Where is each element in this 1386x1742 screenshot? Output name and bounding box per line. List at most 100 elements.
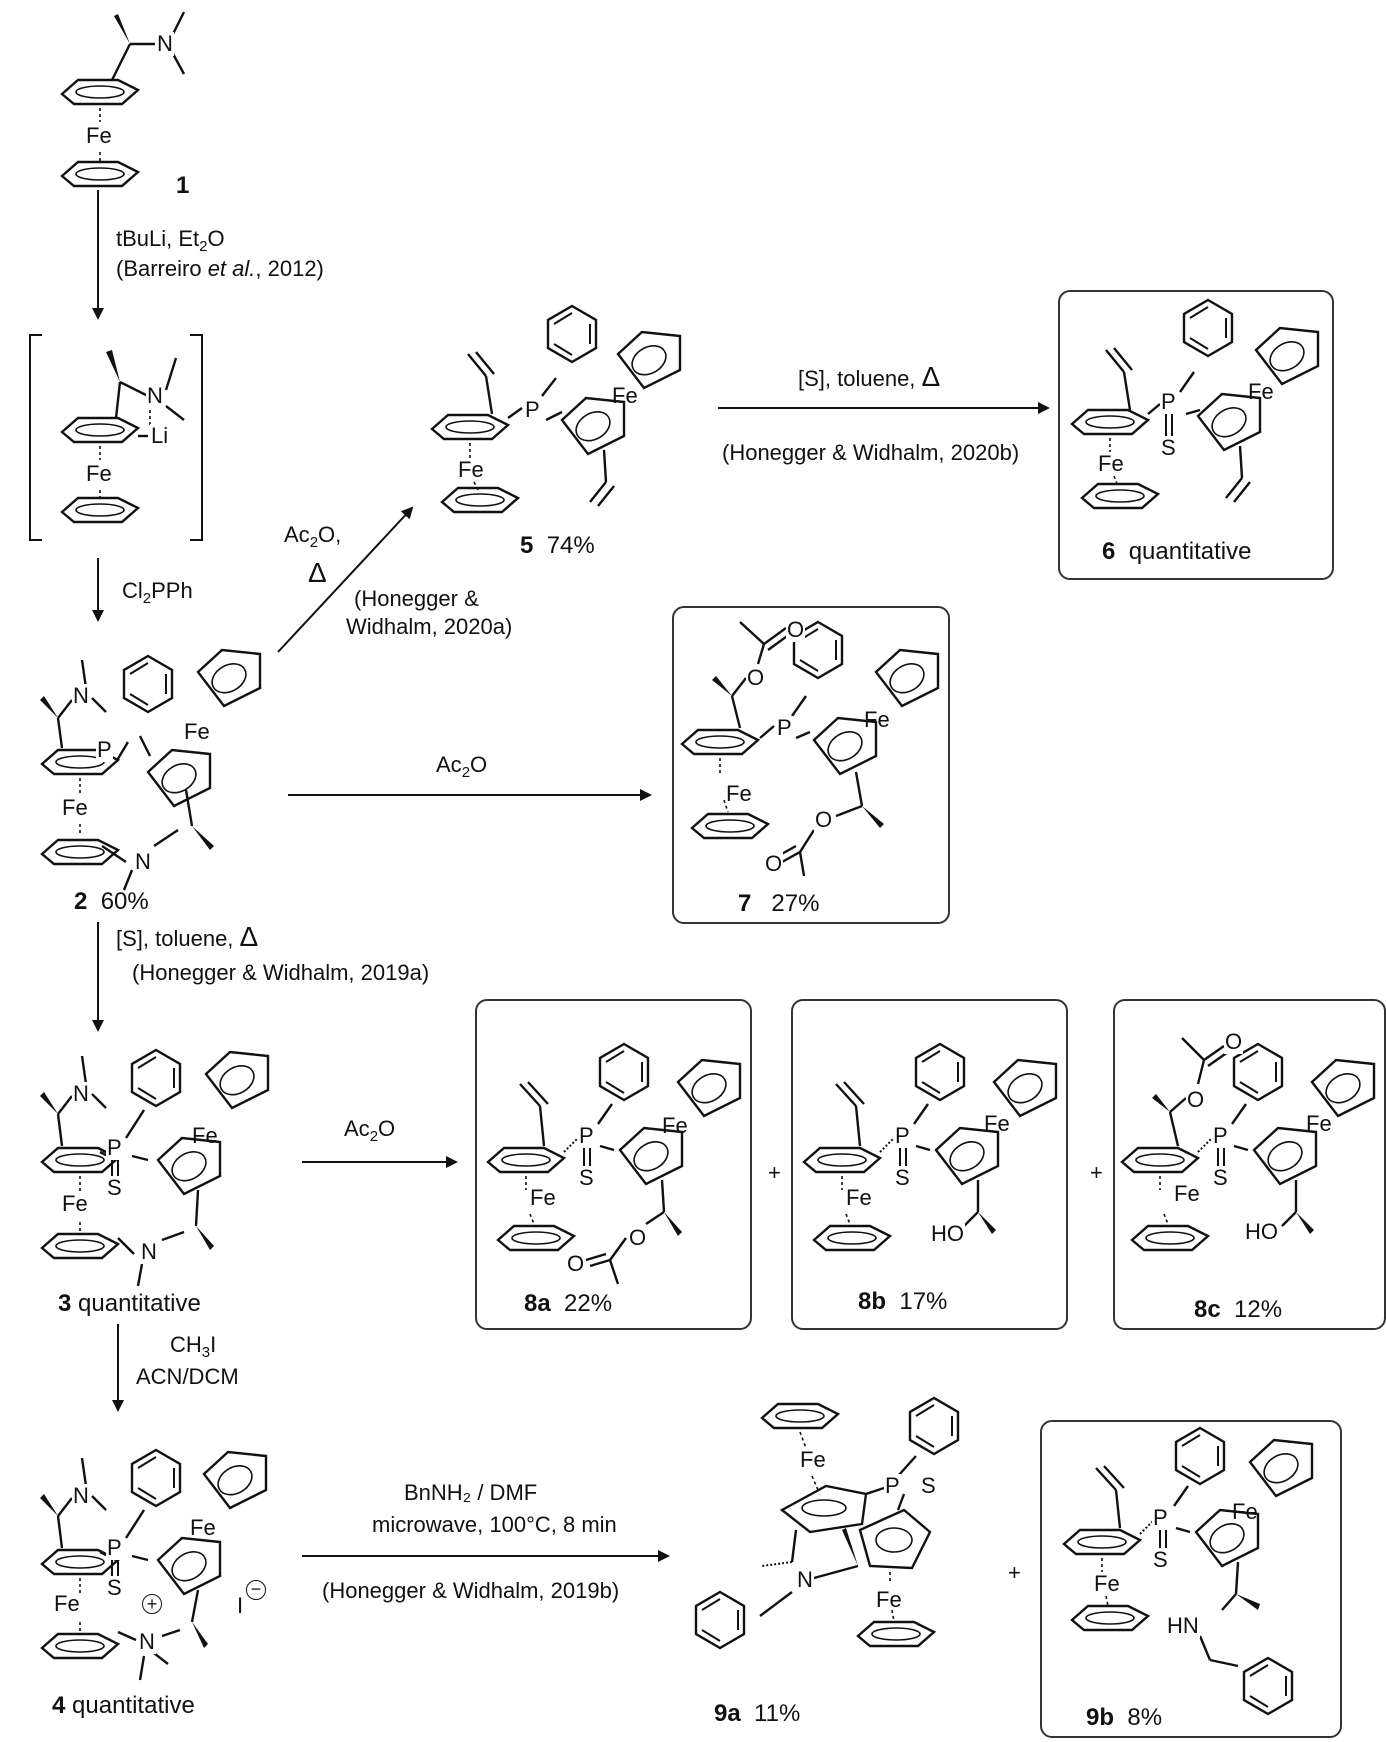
s-atom-8b: S xyxy=(894,1165,911,1190)
fe-atom-6a: Fe xyxy=(1098,451,1124,476)
o-atom-7d: O xyxy=(764,851,784,876)
fe-atom-9a-a: Fe xyxy=(800,1447,826,1472)
fe-atom-8a-b: Fe xyxy=(662,1113,688,1138)
label-compound-7: 7 27% xyxy=(738,890,820,917)
n-atom-2b: N xyxy=(134,849,152,874)
compound-9b-structure xyxy=(1062,1426,1314,1716)
p-atom-8c: P xyxy=(1212,1123,1229,1148)
reagent-step1-ref: (Barreiro et al., 2012) xyxy=(116,256,324,281)
reagent-step2: Cl2PPh xyxy=(122,578,193,607)
fe-atom-7b: Fe xyxy=(864,707,890,732)
n-atom-4b: N xyxy=(138,1629,156,1654)
box-compound-8c xyxy=(1113,999,1386,1330)
label-compound-9a: 9a 11% xyxy=(714,1700,801,1727)
o-atom-8c-a: O xyxy=(1186,1087,1206,1112)
label-compound-5: 5 74% xyxy=(520,532,595,559)
fe-atom-9b-b: Fe xyxy=(1232,1499,1258,1524)
label-compound-2: 2 60% xyxy=(74,888,149,915)
s-atom-9b: S xyxy=(1152,1547,1169,1572)
p-atom-3: P xyxy=(106,1135,123,1160)
compound-6-structure xyxy=(1070,298,1320,510)
n-atom-9a: N xyxy=(796,1567,814,1592)
o-atom-7a: O xyxy=(746,665,766,690)
fe-atom-4b: Fe xyxy=(190,1515,216,1540)
minus-charge-iodide: − xyxy=(246,1580,266,1600)
p-atom-7: P xyxy=(776,715,793,740)
reagent-to5-delta: Δ xyxy=(308,557,327,588)
n-atom-3a: N xyxy=(72,1081,90,1106)
n-atom-1: N xyxy=(156,31,174,56)
s-atom-8c: S xyxy=(1212,1165,1229,1190)
o-atom-8c-b: O xyxy=(1224,1029,1244,1054)
p-atom-4: P xyxy=(106,1535,123,1560)
reagent-step4-line1: CH3I xyxy=(170,1332,217,1361)
p-atom-2: P xyxy=(96,737,113,762)
ho-group-8b: HO xyxy=(930,1221,965,1246)
p-atom-6: P xyxy=(1160,389,1177,414)
n-atom-3b: N xyxy=(140,1239,158,1264)
lithio-intermediate-structure xyxy=(29,334,203,541)
p-atom-8b: P xyxy=(894,1123,911,1148)
reagent-to9-line1: BnNH₂ / DMF xyxy=(404,1480,538,1505)
iodide-ion: I xyxy=(236,1593,245,1618)
label-compound-9b: 9b 8% xyxy=(1086,1704,1163,1731)
box-compound-8b xyxy=(791,999,1068,1330)
reagent-to6-line1: [S], toluene, Δ xyxy=(798,361,941,392)
compound-5-structure xyxy=(430,304,682,514)
s-atom-3: S xyxy=(106,1175,123,1200)
fe-atom-7a: Fe xyxy=(726,781,752,806)
reagent-step4-line2: ACN/DCM xyxy=(136,1364,239,1389)
fe-atom-9a-b: Fe xyxy=(876,1587,902,1612)
hn-group-9b: HN xyxy=(1166,1613,1200,1638)
plus-sign-9a-9b: + xyxy=(1008,1560,1021,1585)
compound-2-structure xyxy=(40,648,262,891)
box-compound-7 xyxy=(672,606,950,924)
box-compound-9b xyxy=(1040,1420,1342,1738)
fe-atom-li-int: Fe xyxy=(86,461,112,486)
s-atom-4: S xyxy=(106,1575,123,1600)
fe-atom-4a: Fe xyxy=(54,1591,80,1616)
fe-atom-8b-a: Fe xyxy=(846,1185,872,1210)
plus-sign-8b-8c: + xyxy=(1090,1160,1103,1185)
fe-atom-5a: Fe xyxy=(458,457,484,482)
label-compound-4: 4 quantitative xyxy=(52,1692,195,1719)
box-compound-8a xyxy=(475,999,752,1330)
plus-sign-8a-8b: + xyxy=(768,1160,781,1185)
n-atom-4a: N xyxy=(72,1483,90,1508)
fe-atom-2a: Fe xyxy=(62,795,88,820)
compound-8c-structure xyxy=(1120,1037,1376,1252)
o-atom-8a-a: O xyxy=(628,1225,648,1250)
fe-atom-3b: Fe xyxy=(192,1123,218,1148)
fe-atom-3a: Fe xyxy=(62,1191,88,1216)
o-atom-7b: O xyxy=(786,617,806,642)
n-atom-li-int: N xyxy=(146,383,164,408)
label-compound-1: 1 xyxy=(176,172,190,199)
p-atom-8a: P xyxy=(578,1123,595,1148)
s-atom-8a: S xyxy=(578,1165,595,1190)
fe-atom-2b: Fe xyxy=(184,719,210,744)
label-compound-6: 6 quantitative xyxy=(1102,538,1252,565)
reagent-to6-ref: (Honegger & Widhalm, 2020b) xyxy=(722,440,1020,465)
compound-9a-structure xyxy=(694,1396,960,1650)
label-compound-8a: 8a 22% xyxy=(524,1290,613,1317)
reagent-to5-line1: Ac2O, xyxy=(284,522,342,551)
p-atom-5: P xyxy=(524,397,541,422)
o-atom-7c: O xyxy=(814,807,834,832)
reagent-to9-line2: microwave, 100°C, 8 min xyxy=(372,1512,617,1537)
compound-8a-structure xyxy=(486,1042,742,1285)
reagent-step3-ref: (Honegger & Widhalm, 2019a) xyxy=(132,960,430,985)
compound-7-structure xyxy=(680,620,940,877)
o-atom-8a-b: O xyxy=(566,1251,586,1276)
fe-atom-6b: Fe xyxy=(1248,379,1274,404)
s-atom-6: S xyxy=(1160,435,1177,460)
fe-atom-9b-a: Fe xyxy=(1094,1571,1120,1596)
compound-3-structure xyxy=(40,1048,270,1287)
box-compound-6 xyxy=(1058,290,1334,580)
compound-1-structure xyxy=(60,11,186,188)
label-compound-8b: 8b 17% xyxy=(858,1288,948,1315)
label-compound-8c: 8c 12% xyxy=(1194,1296,1283,1323)
fe-atom-8b-b: Fe xyxy=(984,1111,1010,1136)
p-atom-9b: P xyxy=(1152,1505,1169,1530)
